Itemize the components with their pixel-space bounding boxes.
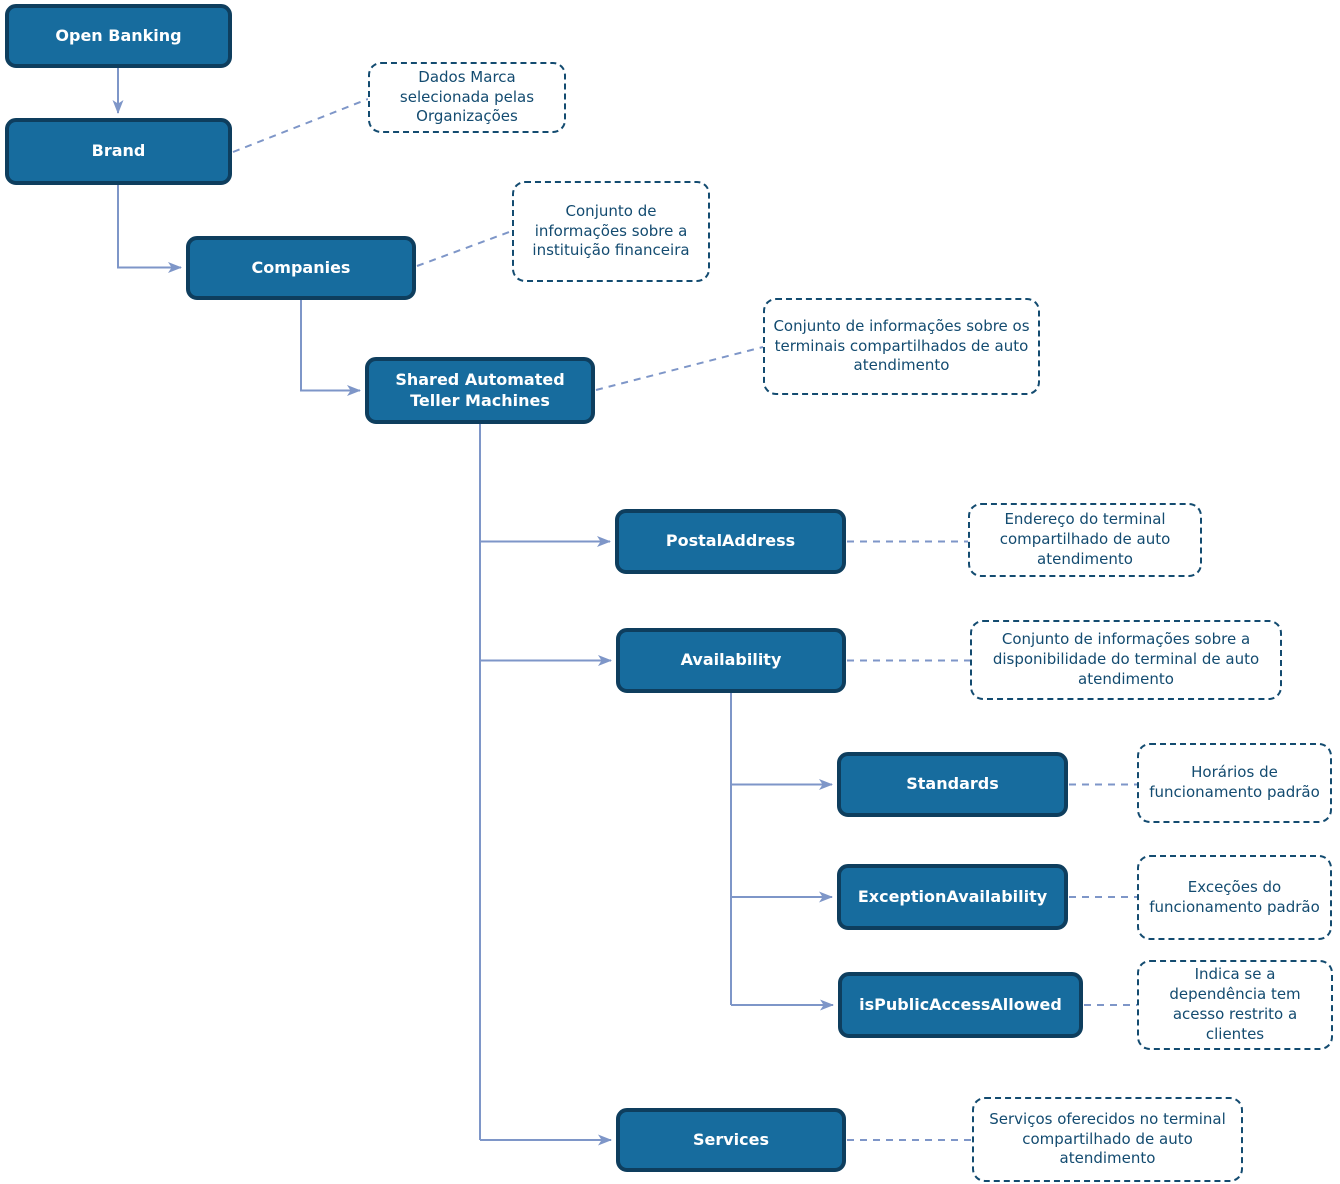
node-services: Services: [616, 1108, 846, 1172]
note-postal-address-description: Endereço do terminal compartilhado de au…: [968, 503, 1202, 577]
link-companies-note: [416, 230, 513, 267]
node-standards: Standards: [837, 752, 1068, 817]
edge-brand-companies: [117, 185, 182, 273]
node-shared-automated-teller-machines: Shared Automated Teller Machines: [365, 357, 595, 424]
note-is-public-access-allowed-description: Indica se a dependência tem acesso restr…: [1137, 960, 1333, 1050]
note-standards-description: Horários de funcionamento padrão: [1137, 743, 1332, 823]
link-brand-note: [232, 98, 369, 153]
node-open-banking: Open Banking: [5, 4, 232, 68]
note-companies-description: Conjunto de informações sobre a institui…: [512, 181, 710, 282]
node-is-public-access-allowed: isPublicAccessAllowed: [838, 972, 1083, 1038]
node-availability: Availability: [616, 628, 846, 693]
note-exception-availability-description: Exceções do funcionamento padrão: [1137, 855, 1332, 940]
node-postal-address: PostalAddress: [615, 509, 846, 574]
link-sharedatm-note: [595, 346, 764, 391]
note-services-description: Serviços oferecidos no terminal comparti…: [972, 1097, 1243, 1182]
node-exception-availability: ExceptionAvailability: [837, 864, 1068, 930]
note-shared-atm-description: Conjunto de informações sobre os termina…: [763, 298, 1040, 395]
node-companies: Companies: [186, 236, 416, 300]
note-availability-description: Conjunto de informações sobre a disponib…: [970, 620, 1282, 700]
node-brand: Brand: [5, 118, 232, 185]
note-brand-description: Dados Marca selecionada pelas Organizaçõ…: [368, 62, 566, 133]
edge-companies-sharedatm: [300, 300, 361, 396]
